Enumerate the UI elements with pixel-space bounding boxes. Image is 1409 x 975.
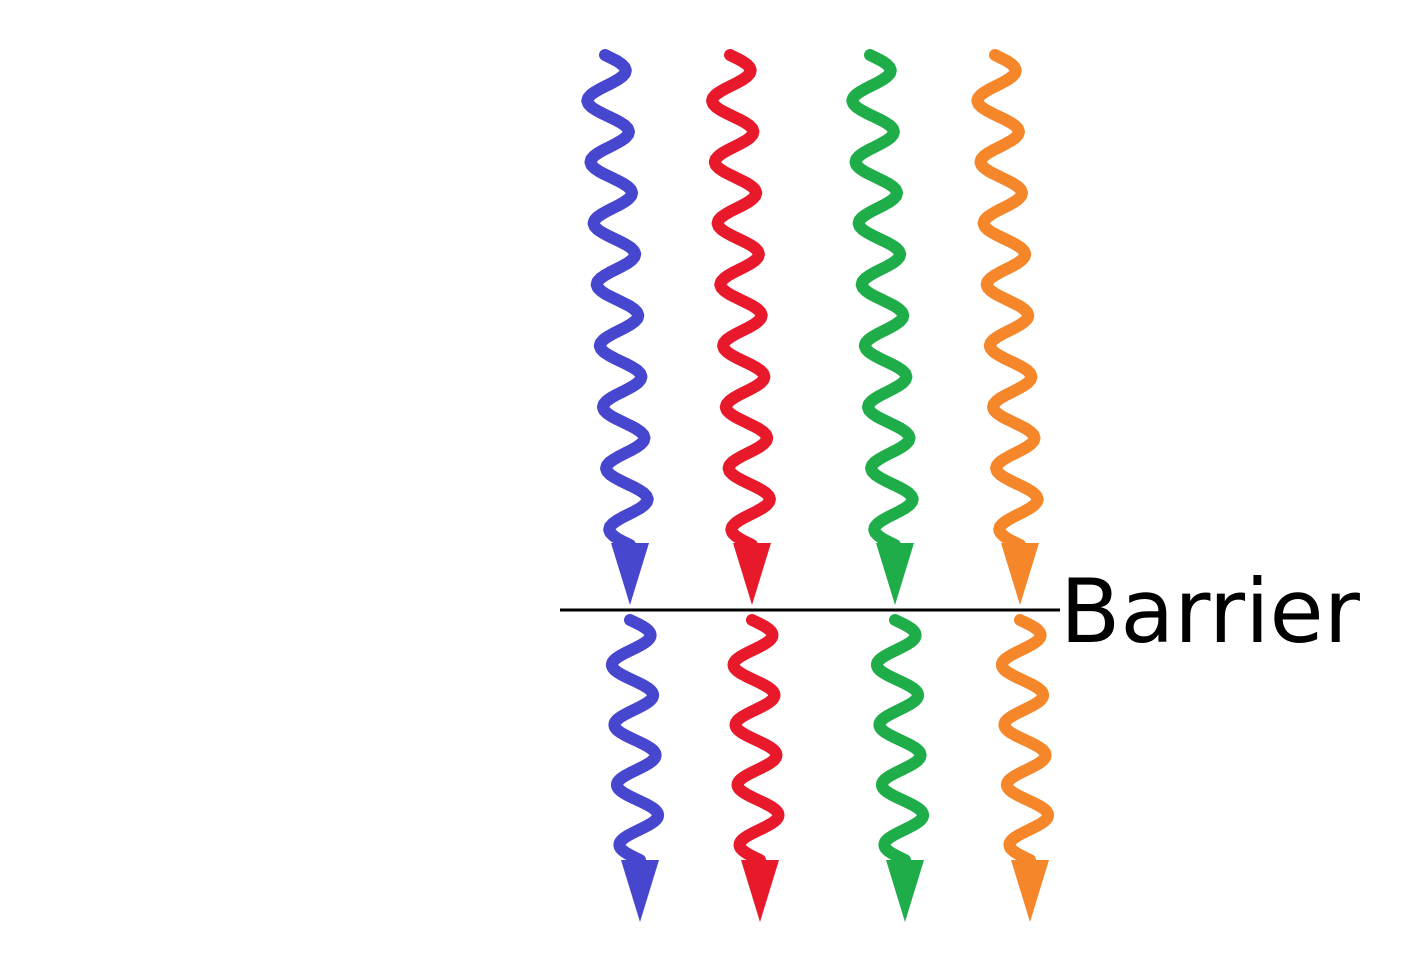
ray-blue-lower-wave [605,614,665,866]
ray-green-lower-arrowhead [886,860,924,922]
ray-green [846,49,930,922]
ray-orange-upper-wave [971,49,1044,551]
ray-green-lower-wave [870,614,930,866]
ray-green-upper-arrowhead [876,543,914,605]
ray-green-upper-wave [846,49,919,551]
barrier-label: Barrier [1060,560,1361,663]
ray-red [706,49,785,922]
ray-red-lower-wave [727,614,785,866]
rays-layer [581,49,1055,922]
ray-blue [581,49,665,922]
ray-orange-upper-arrowhead [1001,543,1039,605]
ray-orange-lower-wave [995,614,1055,866]
ray-red-lower-arrowhead [741,860,779,922]
ray-blue-upper-wave [581,49,654,551]
ray-orange [971,49,1055,922]
ray-red-upper-arrowhead [733,543,771,605]
ray-blue-lower-arrowhead [621,860,659,922]
ray-red-upper-wave [706,49,776,551]
ray-orange-lower-arrowhead [1011,860,1049,922]
ray-blue-upper-arrowhead [611,543,649,605]
